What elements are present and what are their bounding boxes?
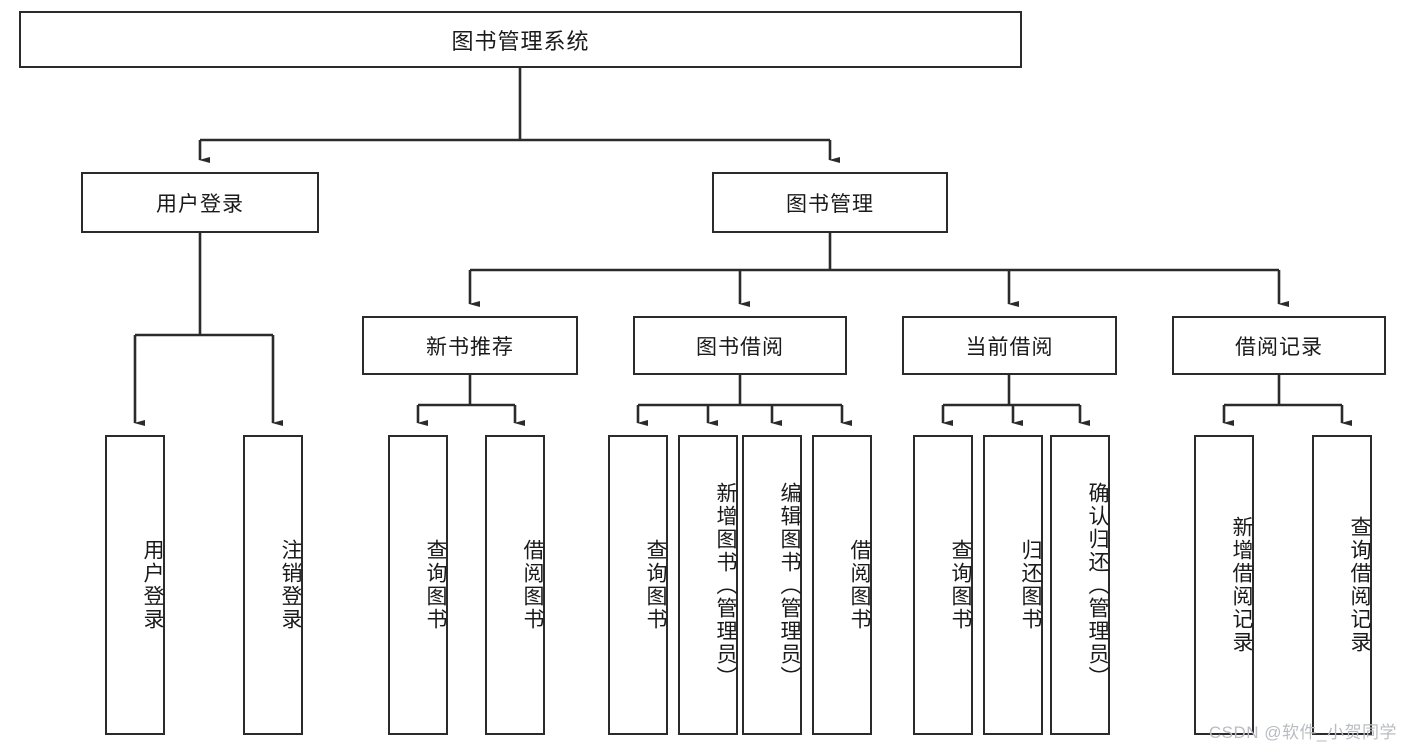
- leaf-edit-book-admin[interactable]: 编辑图书（管理员）: [742, 435, 802, 735]
- leaf-query-borrow-record[interactable]: 查询借阅记录: [1312, 435, 1372, 735]
- node-level3-new-book-recommend[interactable]: 新书推荐: [362, 316, 578, 375]
- csdn-watermark: CSDN @软件_小贺同学: [1208, 723, 1397, 742]
- leaf-user-login[interactable]: 用户登录: [105, 435, 165, 735]
- leaf-borrow-book[interactable]: 借阅图书: [812, 435, 872, 735]
- leaf-add-book-admin[interactable]: 新增图书（管理员）: [678, 435, 738, 735]
- leaf-query-book-borrow[interactable]: 查询图书: [608, 435, 668, 735]
- leaf-borrow-book-recommend[interactable]: 借阅图书: [485, 435, 545, 735]
- node-level3-current-borrow[interactable]: 当前借阅: [902, 316, 1117, 375]
- node-level3-book-borrow[interactable]: 图书借阅: [633, 316, 847, 375]
- leaf-confirm-return-admin[interactable]: 确认归还（管理员）: [1050, 435, 1110, 735]
- leaf-add-borrow-record[interactable]: 新增借阅记录: [1194, 435, 1254, 735]
- leaf-return-book[interactable]: 归还图书: [983, 435, 1043, 735]
- node-level2-user-login[interactable]: 用户登录: [81, 172, 319, 233]
- leaf-query-book-current[interactable]: 查询图书: [913, 435, 973, 735]
- node-level2-book-management[interactable]: 图书管理: [712, 172, 948, 233]
- node-root[interactable]: 图书管理系统: [19, 11, 1022, 68]
- leaf-query-book-recommend[interactable]: 查询图书: [388, 435, 448, 735]
- node-level3-borrow-record[interactable]: 借阅记录: [1172, 316, 1386, 375]
- leaf-logout-login[interactable]: 注销登录: [243, 435, 303, 735]
